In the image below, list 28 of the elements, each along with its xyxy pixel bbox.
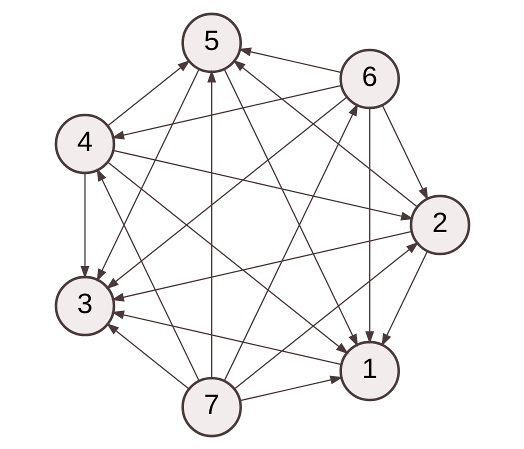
arrow <box>106 322 189 390</box>
arrow <box>381 250 428 346</box>
arrow <box>110 310 341 365</box>
arrow <box>232 59 418 207</box>
arrow <box>110 84 341 139</box>
arrow <box>234 241 418 389</box>
node-circle: 3 <box>54 275 115 336</box>
arrow <box>364 108 374 344</box>
arrow <box>96 68 200 282</box>
arrow <box>112 149 414 220</box>
arrow <box>96 168 200 381</box>
node-circle: 6 <box>338 48 400 109</box>
arrow <box>106 161 348 354</box>
arrow <box>105 96 347 289</box>
node-circle: 1 <box>338 340 400 401</box>
arrow <box>223 68 358 346</box>
node-circle: 2 <box>409 194 470 255</box>
arrow <box>206 69 216 378</box>
node-circle: 5 <box>180 12 242 73</box>
arrow <box>239 375 343 401</box>
arrow <box>238 46 342 73</box>
node-circle: 7 <box>180 376 242 437</box>
arrow <box>110 230 412 302</box>
node-circle: 4 <box>54 113 115 174</box>
arrow <box>106 59 190 126</box>
arrow <box>80 172 89 278</box>
arrow <box>381 104 428 200</box>
arrow <box>223 102 358 381</box>
